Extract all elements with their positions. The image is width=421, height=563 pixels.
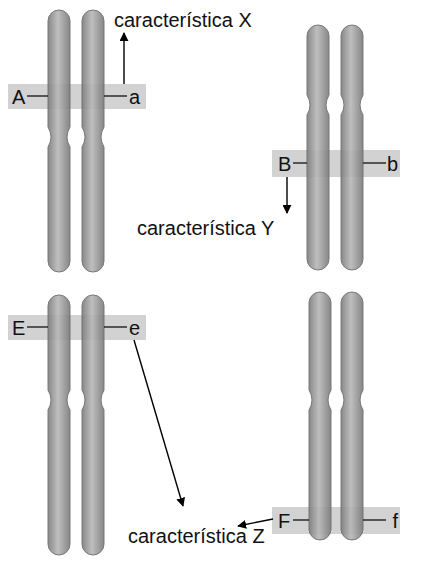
trait-arrow [286,177,287,213]
locus-tick [27,95,48,96]
chromosome [341,292,363,540]
locus-tick [293,162,307,163]
trait-label: característica X [114,8,252,32]
allele-letter: B [278,153,291,175]
allele-letter: b [387,153,398,175]
chromosome [82,10,104,272]
chromosome [48,10,70,272]
locus-tick [363,162,386,163]
trait-arrow [123,33,124,84]
gene-band: Bb [272,150,400,177]
locus-tick [363,519,386,520]
trait-label: característica Z [128,524,265,548]
allele-letter: A [12,86,25,108]
gene-band: Aa [8,84,146,109]
chromosome [82,295,104,555]
locus-tick [104,95,127,96]
chromosome [307,25,329,270]
locus-tick [293,519,309,520]
trait-label: característica Y [137,216,274,240]
locus-tick [104,326,127,327]
locus-tick [27,326,48,327]
trait-arrow [238,519,273,526]
chromosome [309,292,331,540]
allele-letter: f [392,510,398,532]
allele-letter: a [129,86,140,108]
allele-letter: e [129,317,140,339]
trait-arrow [134,340,183,506]
allele-letter: F [278,510,290,532]
gene-band: Ff [272,507,400,534]
chromosome [48,295,70,555]
chromosome [341,25,363,270]
allele-letter: E [12,317,25,339]
gene-band: Ee [8,315,146,340]
